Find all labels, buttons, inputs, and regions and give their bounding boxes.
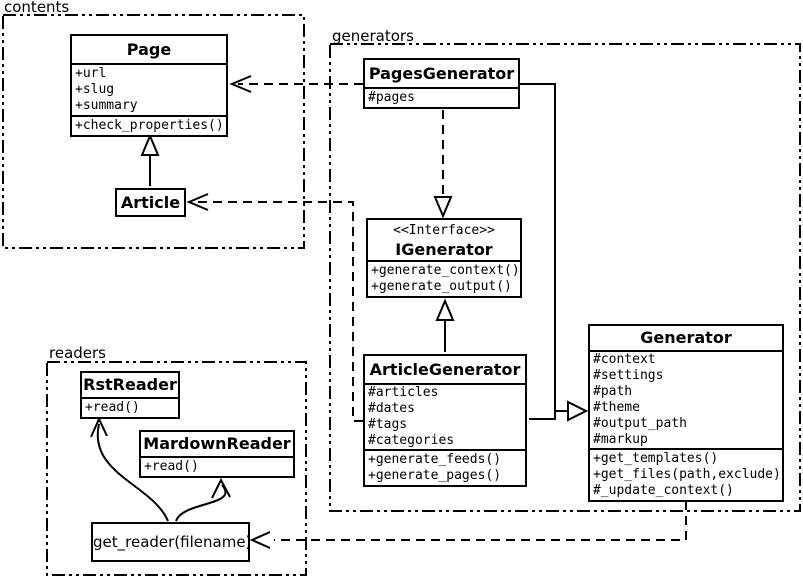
package-label-readers: readers [49, 344, 106, 362]
class-title-igenerator: IGenerator [395, 240, 493, 259]
methods-articlegenerator: +generate_feeds() +generate_pages() [365, 449, 525, 485]
hollow-triangle-icon [140, 133, 160, 156]
class-title-page: Page [126, 40, 172, 59]
methods-mardownreader: +read() [141, 456, 293, 476]
methods-rstreader: +read() [82, 397, 178, 417]
package-border-contents [2, 14, 305, 249]
class-title-article: Article [120, 193, 181, 212]
attribute-line: #context [593, 352, 656, 367]
hollow-triangle-icon [567, 400, 589, 422]
open-arrowhead-icon [249, 531, 271, 549]
attribute-line: #settings [593, 368, 664, 383]
hollow-triangle-icon [435, 298, 455, 321]
method-line: #_update_context() [593, 483, 734, 498]
method-line: +read() [85, 400, 140, 415]
class-box-generator: Generator #context #settings #path #them… [588, 324, 784, 502]
hollow-triangle-icon [433, 196, 453, 219]
class-title-rstreader: RstReader [83, 375, 177, 394]
method-line: +generate_feeds() [368, 452, 502, 467]
generalization-to-generator [520, 83, 589, 422]
dependency-articlegenerator-to-article [186, 193, 363, 422]
class-title-mardownreader: MardownReader [143, 434, 291, 453]
method-line: +generate_pages() [368, 468, 502, 483]
attributes-pagesgenerator: #pages [365, 87, 518, 107]
method-line: +read() [144, 459, 199, 474]
dependency-pagesgenerator-to-page [229, 75, 363, 93]
methods-generator: +get_templates() +get_files(path,exclude… [590, 448, 782, 500]
attribute-line: #output_path [593, 416, 687, 431]
get-reader-box: get_reader(filename) [91, 522, 251, 562]
class-box-page: Page +url +slug +summary +check_properti… [70, 34, 228, 137]
class-box-article: Article [115, 188, 186, 217]
generalization-articlegenerator-to-igenerator [435, 298, 455, 352]
methods-igenerator: +generate_context() +generate_output() [368, 260, 520, 296]
attribute-line: #dates [368, 401, 415, 416]
class-title-articlegenerator: ArticleGenerator [369, 360, 521, 379]
class-box-pagesgenerator: PagesGenerator #pages [363, 58, 520, 109]
package-border-readers [46, 361, 307, 576]
class-title-pagesgenerator: PagesGenerator [368, 64, 515, 83]
attribute-line: #tags [368, 417, 408, 432]
attribute-line: +url [75, 66, 107, 81]
dependency-generator-to-getreader [249, 501, 687, 549]
open-arrowhead-icon [90, 416, 108, 438]
open-arrowhead-icon [186, 193, 209, 211]
method-line: +generate_context() [371, 263, 520, 278]
attribute-line: #pages [368, 90, 415, 105]
attributes-articlegenerator: #articles #dates #tags #categories [365, 383, 525, 449]
attribute-line: #articles [368, 385, 439, 400]
generalization-article-to-page [140, 133, 160, 186]
attribute-line: +summary [75, 98, 138, 113]
class-box-articlegenerator: ArticleGenerator #articles #dates #tags … [363, 354, 527, 487]
class-box-mardownreader: MardownReader +read() [139, 430, 295, 478]
class-title-generator: Generator [640, 328, 732, 347]
attribute-line: #path [593, 384, 633, 399]
class-box-rstreader: RstReader +read() [80, 371, 180, 419]
attributes-generator: #context #settings #path #theme #output_… [590, 350, 782, 448]
realization-pagesgenerator-to-igenerator [433, 110, 453, 219]
arrow-getreader-to-rstreader [90, 416, 169, 522]
attribute-line: #categories [368, 433, 455, 448]
attribute-line: #theme [593, 400, 640, 415]
attributes-page: +url +slug +summary [72, 63, 226, 115]
class-header-igenerator: <<Interface>> IGenerator [368, 220, 520, 260]
method-line: +get_templates() [593, 451, 719, 466]
stereotype-interface: <<Interface>> [393, 223, 495, 238]
package-label-contents: contents [4, 0, 70, 16]
package-border-generators [329, 43, 801, 512]
open-arrowhead-icon [211, 477, 231, 499]
method-line: +get_files(path,exclude) [593, 467, 781, 482]
open-arrowhead-icon [229, 75, 252, 93]
class-box-igenerator: <<Interface>> IGenerator +generate_conte… [366, 218, 522, 298]
methods-page: +check_properties() [72, 115, 226, 135]
arrow-getreader-to-mardownreader [175, 477, 231, 522]
attribute-line: #markup [593, 432, 648, 447]
method-line: +generate_output() [371, 279, 512, 294]
package-label-generators: generators [332, 27, 414, 45]
method-line: +check_properties() [75, 118, 224, 133]
attribute-line: +slug [75, 82, 115, 97]
